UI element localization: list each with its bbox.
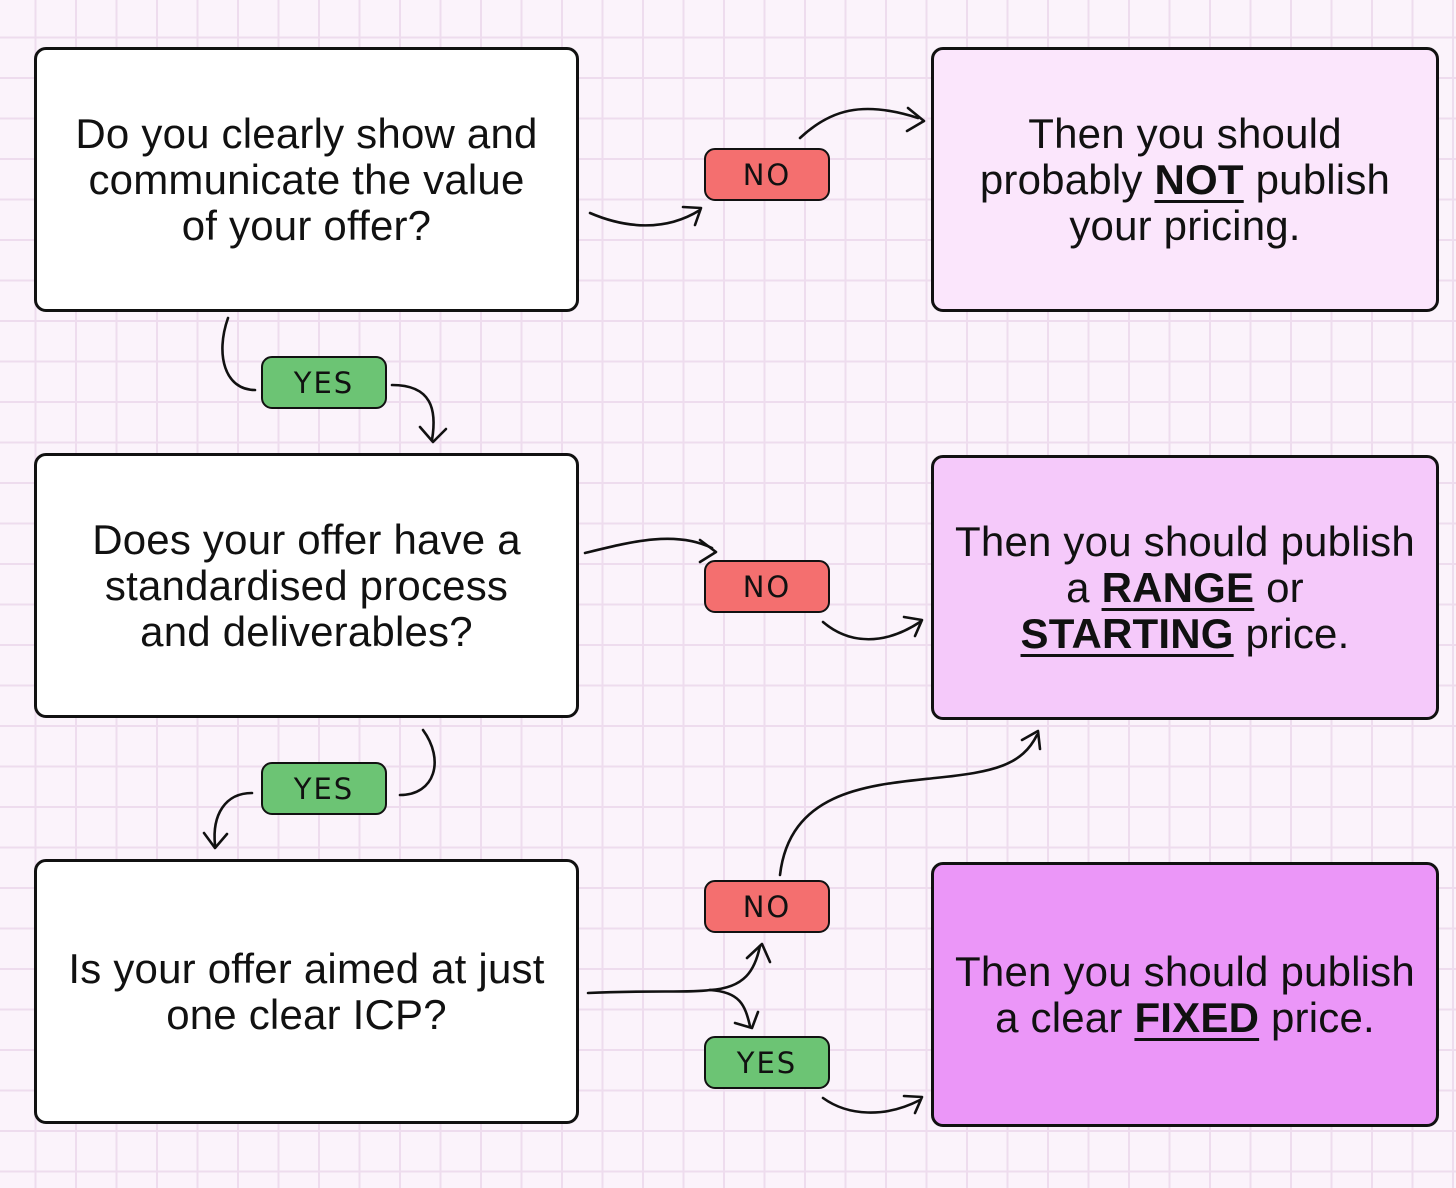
- yes-label: YES: [261, 762, 387, 815]
- no-label: NO: [704, 560, 830, 613]
- arrowhead: [202, 831, 229, 850]
- arrow-yes-to-q2: [390, 383, 435, 442]
- arrowhead: [418, 425, 448, 444]
- arrow-no-to-result1: [798, 107, 920, 140]
- arrow-yes-to-q3: [213, 791, 254, 847]
- question-text: Does your offer have a standardised proc…: [92, 515, 521, 655]
- result-text-part: Then you should publish a: [955, 517, 1415, 611]
- arrowhead: [698, 538, 718, 564]
- arrow-q1-to-yes: [221, 316, 257, 392]
- arrowhead: [905, 106, 926, 133]
- result-box-no-pricing: Then you should probably NOT publish you…: [931, 47, 1439, 312]
- no-label: NO: [704, 148, 830, 201]
- arrow-q1-to-no: [588, 208, 702, 227]
- question-text: Do you clearly show and communicate the …: [75, 109, 538, 249]
- arrowhead: [681, 205, 703, 227]
- result-text-part: Then you should publish a clear: [955, 947, 1415, 1041]
- result-box-range-price: Then you should publish a RANGE or START…: [931, 455, 1439, 720]
- result-text: Then you should publish a RANGE or START…: [954, 517, 1416, 657]
- result-text-part: publish your pricing.: [1069, 155, 1391, 249]
- no-label: NO: [704, 880, 830, 933]
- arrow-yes-to-result3: [821, 1096, 922, 1114]
- result-box-fixed-price: Then you should publish a clear FIXED pr…: [931, 862, 1439, 1127]
- result-emphasis: STARTING: [1020, 609, 1234, 657]
- result-text: Then you should probably NOT publish you…: [954, 109, 1416, 249]
- result-text-part: Then you should probably: [979, 109, 1342, 203]
- arrow-q3-to-no: [708, 944, 762, 992]
- result-emphasis: RANGE: [1101, 563, 1255, 611]
- arrow-q3-split: [586, 988, 712, 995]
- result-text-part: price.: [1259, 993, 1375, 1041]
- arrow-no-to-result2-long: [778, 733, 1039, 877]
- question-box-process: Does your offer have a standardised proc…: [34, 453, 579, 718]
- question-box-icp: Is your offer aimed at just one clear IC…: [34, 859, 579, 1124]
- result-text: Then you should publish a clear FIXED pr…: [954, 947, 1416, 1041]
- result-text-part: or: [1254, 563, 1304, 611]
- arrow-q3-to-yes: [708, 988, 752, 1028]
- arrowhead: [733, 1010, 760, 1030]
- result-emphasis: NOT: [1154, 155, 1244, 203]
- arrowhead: [745, 942, 772, 964]
- arrow-q2-to-no: [583, 537, 714, 555]
- result-text-part: price.: [1233, 609, 1350, 657]
- question-text: Is your offer aimed at just one clear IC…: [68, 944, 545, 1038]
- yes-label: YES: [261, 356, 387, 409]
- result-emphasis: FIXED: [1134, 993, 1260, 1041]
- arrowhead: [902, 615, 924, 638]
- arrowhead: [902, 1094, 924, 1115]
- yes-label: YES: [704, 1036, 830, 1089]
- arrowhead: [1020, 729, 1042, 751]
- arrow-no-to-result2: [821, 620, 922, 641]
- arrow-q2-to-yes: [398, 728, 436, 797]
- question-box-value: Do you clearly show and communicate the …: [34, 47, 579, 312]
